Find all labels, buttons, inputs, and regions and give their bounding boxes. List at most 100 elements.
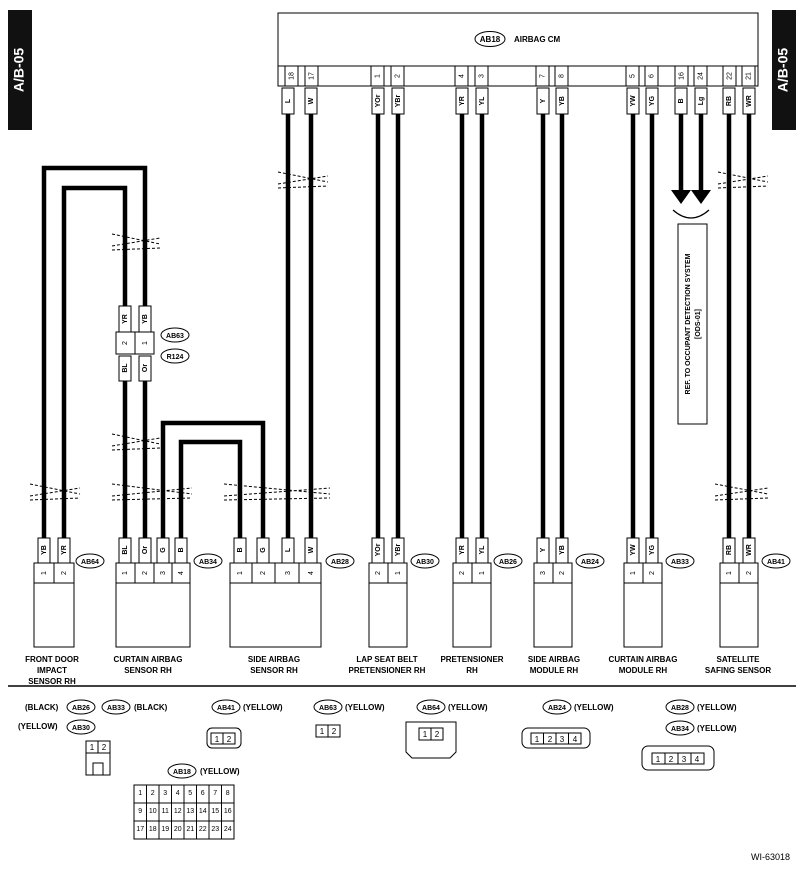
svg-text:21: 21 (745, 72, 752, 80)
component-side-airbag-module: Y YB 3 2 AB24 SIDE AIRBAG MODULE RH (528, 537, 605, 675)
wire-color-tag: Y (536, 87, 550, 115)
ab18-pin-number: 7 (213, 790, 217, 797)
wire-color-tag: YBr (391, 87, 405, 115)
cm-pin: 1 (370, 66, 385, 86)
svg-text:L: L (285, 98, 292, 103)
legend-ab26-ab33-ab30: (BLACK) AB26 AB33 (BLACK) (YELLOW) AB30 … (18, 699, 168, 776)
ab18-pin-number: 1 (138, 790, 142, 797)
svg-text:W: W (308, 97, 315, 104)
svg-text:RB: RB (726, 96, 733, 106)
cm-pin-group: 18 17 1 2 4 3 7 8 (284, 66, 756, 86)
svg-text:CURTAIN AIRBAG: CURTAIN AIRBAG (114, 655, 183, 664)
wire-loop-outer (41, 165, 148, 538)
svg-text:3: 3 (682, 755, 687, 764)
svg-text:SAFING SENSOR: SAFING SENSOR (705, 666, 771, 675)
svg-text:YL: YL (479, 96, 486, 106)
svg-text:MODULE RH: MODULE RH (530, 666, 579, 675)
svg-text:YR: YR (459, 96, 466, 106)
wire-color-tag: YR (455, 87, 469, 115)
wire-color-tag: YW (626, 87, 640, 115)
wire-color-tag: B (674, 87, 688, 115)
ab18-pin-number: 12 (174, 808, 182, 815)
svg-text:1: 1 (726, 571, 733, 575)
cm-ref: AB18 (480, 35, 501, 44)
svg-text:1: 1 (90, 743, 95, 752)
svg-text:AB24: AB24 (548, 705, 566, 712)
svg-text:AB24: AB24 (581, 559, 599, 566)
svg-text:2: 2 (746, 571, 753, 575)
ab18-pin-number: 15 (211, 808, 219, 815)
svg-text:AB33: AB33 (107, 705, 125, 712)
svg-text:1: 1 (122, 571, 129, 575)
svg-text:IMPACT: IMPACT (37, 666, 67, 675)
svg-text:YOr: YOr (375, 543, 382, 556)
airbag-cm-module: AB18 AIRBAG CM (277, 12, 759, 87)
wire-color-tag: YL (475, 87, 489, 115)
svg-text:7: 7 (539, 74, 546, 78)
svg-text:AB34: AB34 (199, 559, 217, 566)
svg-text:SATELLITE: SATELLITE (717, 655, 761, 664)
svg-text:YOr: YOr (375, 94, 382, 107)
svg-text:1: 1 (535, 735, 540, 744)
cm-pin: 21 (741, 66, 756, 86)
ab18-pin-number: 21 (186, 826, 194, 833)
ab18-pin-number: 6 (201, 790, 205, 797)
cm-pin: 17 (304, 66, 319, 86)
svg-text:1: 1 (395, 571, 402, 575)
wire-loop-g (160, 420, 266, 538)
svg-text:6: 6 (648, 74, 655, 78)
wire-color-tag: L (281, 87, 295, 115)
svg-text:1: 1 (374, 74, 381, 78)
svg-text:A/B-05: A/B-05 (11, 48, 27, 93)
svg-text:Y: Y (540, 547, 547, 552)
svg-text:YR: YR (122, 314, 129, 324)
component-curtain-airbag-sensor: BL Or G B 1 2 3 4 AB34 CURTAIN AIRBAG SE… (114, 537, 223, 675)
cm-pin: 6 (644, 66, 659, 86)
wire-loop-inner (61, 185, 128, 538)
svg-text:8: 8 (558, 74, 565, 78)
svg-text:BL: BL (122, 545, 129, 555)
svg-text:22: 22 (726, 72, 733, 80)
svg-text:2: 2 (649, 571, 656, 575)
svg-text:G: G (260, 547, 267, 553)
svg-text:YG: YG (649, 544, 656, 555)
ab18-pin-number: 11 (162, 808, 169, 815)
svg-text:4: 4 (573, 735, 578, 744)
svg-text:1: 1 (142, 341, 149, 345)
component-satellite-safing-sensor: RB WR 1 2 AB41 SATELLITE SAFING SENSOR (705, 537, 791, 675)
cm-pin: 3 (474, 66, 489, 86)
legend-ab28-ab34: AB28 (YELLOW) AB34 (YELLOW) 1 2 3 4 (641, 699, 737, 771)
ods-arrows (671, 190, 711, 219)
svg-text:1: 1 (479, 571, 486, 575)
svg-text:1: 1 (237, 571, 244, 575)
svg-text:REF. TO OCCUPANT DETECTION SYS: REF. TO OCCUPANT DETECTION SYSTEM (685, 253, 692, 394)
svg-text:AB33: AB33 (671, 559, 689, 566)
svg-text:2: 2 (142, 571, 149, 575)
svg-text:(YELLOW): (YELLOW) (18, 722, 58, 731)
svg-text:WR: WR (746, 544, 753, 556)
svg-text:G: G (160, 547, 167, 553)
svg-text:Or: Or (142, 364, 149, 372)
section-tag-left: A/B-05 (8, 10, 32, 130)
component-side-airbag-sensor: B G L W 1 2 3 4 AB28 SIDE AIRBAG SENSOR … (229, 537, 355, 675)
svg-text:2: 2 (102, 743, 107, 752)
svg-text:2: 2 (375, 571, 382, 575)
svg-text:PRETENSIONER: PRETENSIONER (440, 655, 503, 664)
svg-text:(YELLOW): (YELLOW) (448, 703, 488, 712)
svg-text:1: 1 (630, 571, 637, 575)
wire-color-tag: WR (742, 87, 756, 115)
svg-text:1: 1 (656, 755, 661, 764)
wire-color-tag: RB (722, 87, 736, 115)
cm-pin: 7 (535, 66, 550, 86)
ab18-pin-number: 8 (226, 790, 230, 797)
svg-text:YBr: YBr (395, 95, 402, 108)
svg-text:YB: YB (142, 314, 149, 324)
svg-text:1: 1 (215, 735, 220, 744)
legend-ab63: AB63 (YELLOW) 1 2 (313, 699, 385, 738)
svg-text:YR: YR (459, 545, 466, 555)
svg-text:AB26: AB26 (72, 705, 90, 712)
svg-text:RH: RH (466, 666, 478, 675)
svg-text:YG: YG (649, 95, 656, 106)
svg-text:RB: RB (726, 545, 733, 555)
